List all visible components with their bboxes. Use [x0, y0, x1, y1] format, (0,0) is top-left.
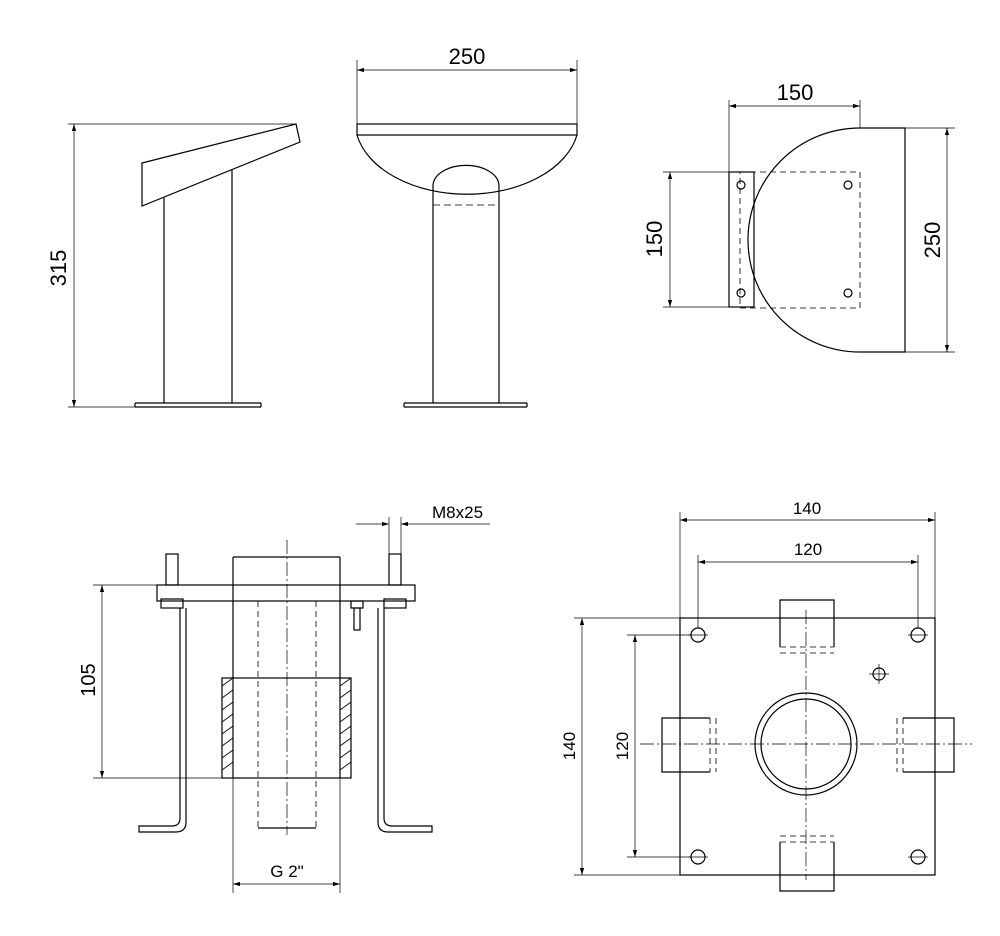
plate-plan-view: 140 120 140 120	[560, 499, 972, 892]
dim-plate-width-140: 140	[793, 499, 821, 518]
dim-top-height-250: 250	[920, 222, 945, 259]
front-view: 250	[356, 44, 578, 408]
side-view: 315	[46, 123, 301, 408]
dim-plate-height-120: 120	[613, 732, 632, 760]
label-bolt-size: M8x25	[432, 503, 483, 522]
dim-top-width: 150	[777, 80, 814, 105]
dim-plate-height-140: 140	[560, 732, 579, 760]
section-view: 105 M8x25 G 2"	[78, 503, 490, 893]
dim-plate-width-120: 120	[794, 540, 822, 559]
section-hatch	[221, 677, 352, 771]
dim-side-height: 315	[46, 250, 71, 287]
top-view: 150 150 250	[642, 80, 955, 353]
dim-section-height: 105	[78, 663, 100, 696]
label-thread: G 2"	[270, 862, 303, 881]
dim-top-height-150: 150	[642, 221, 667, 258]
dim-front-width: 250	[449, 44, 486, 69]
